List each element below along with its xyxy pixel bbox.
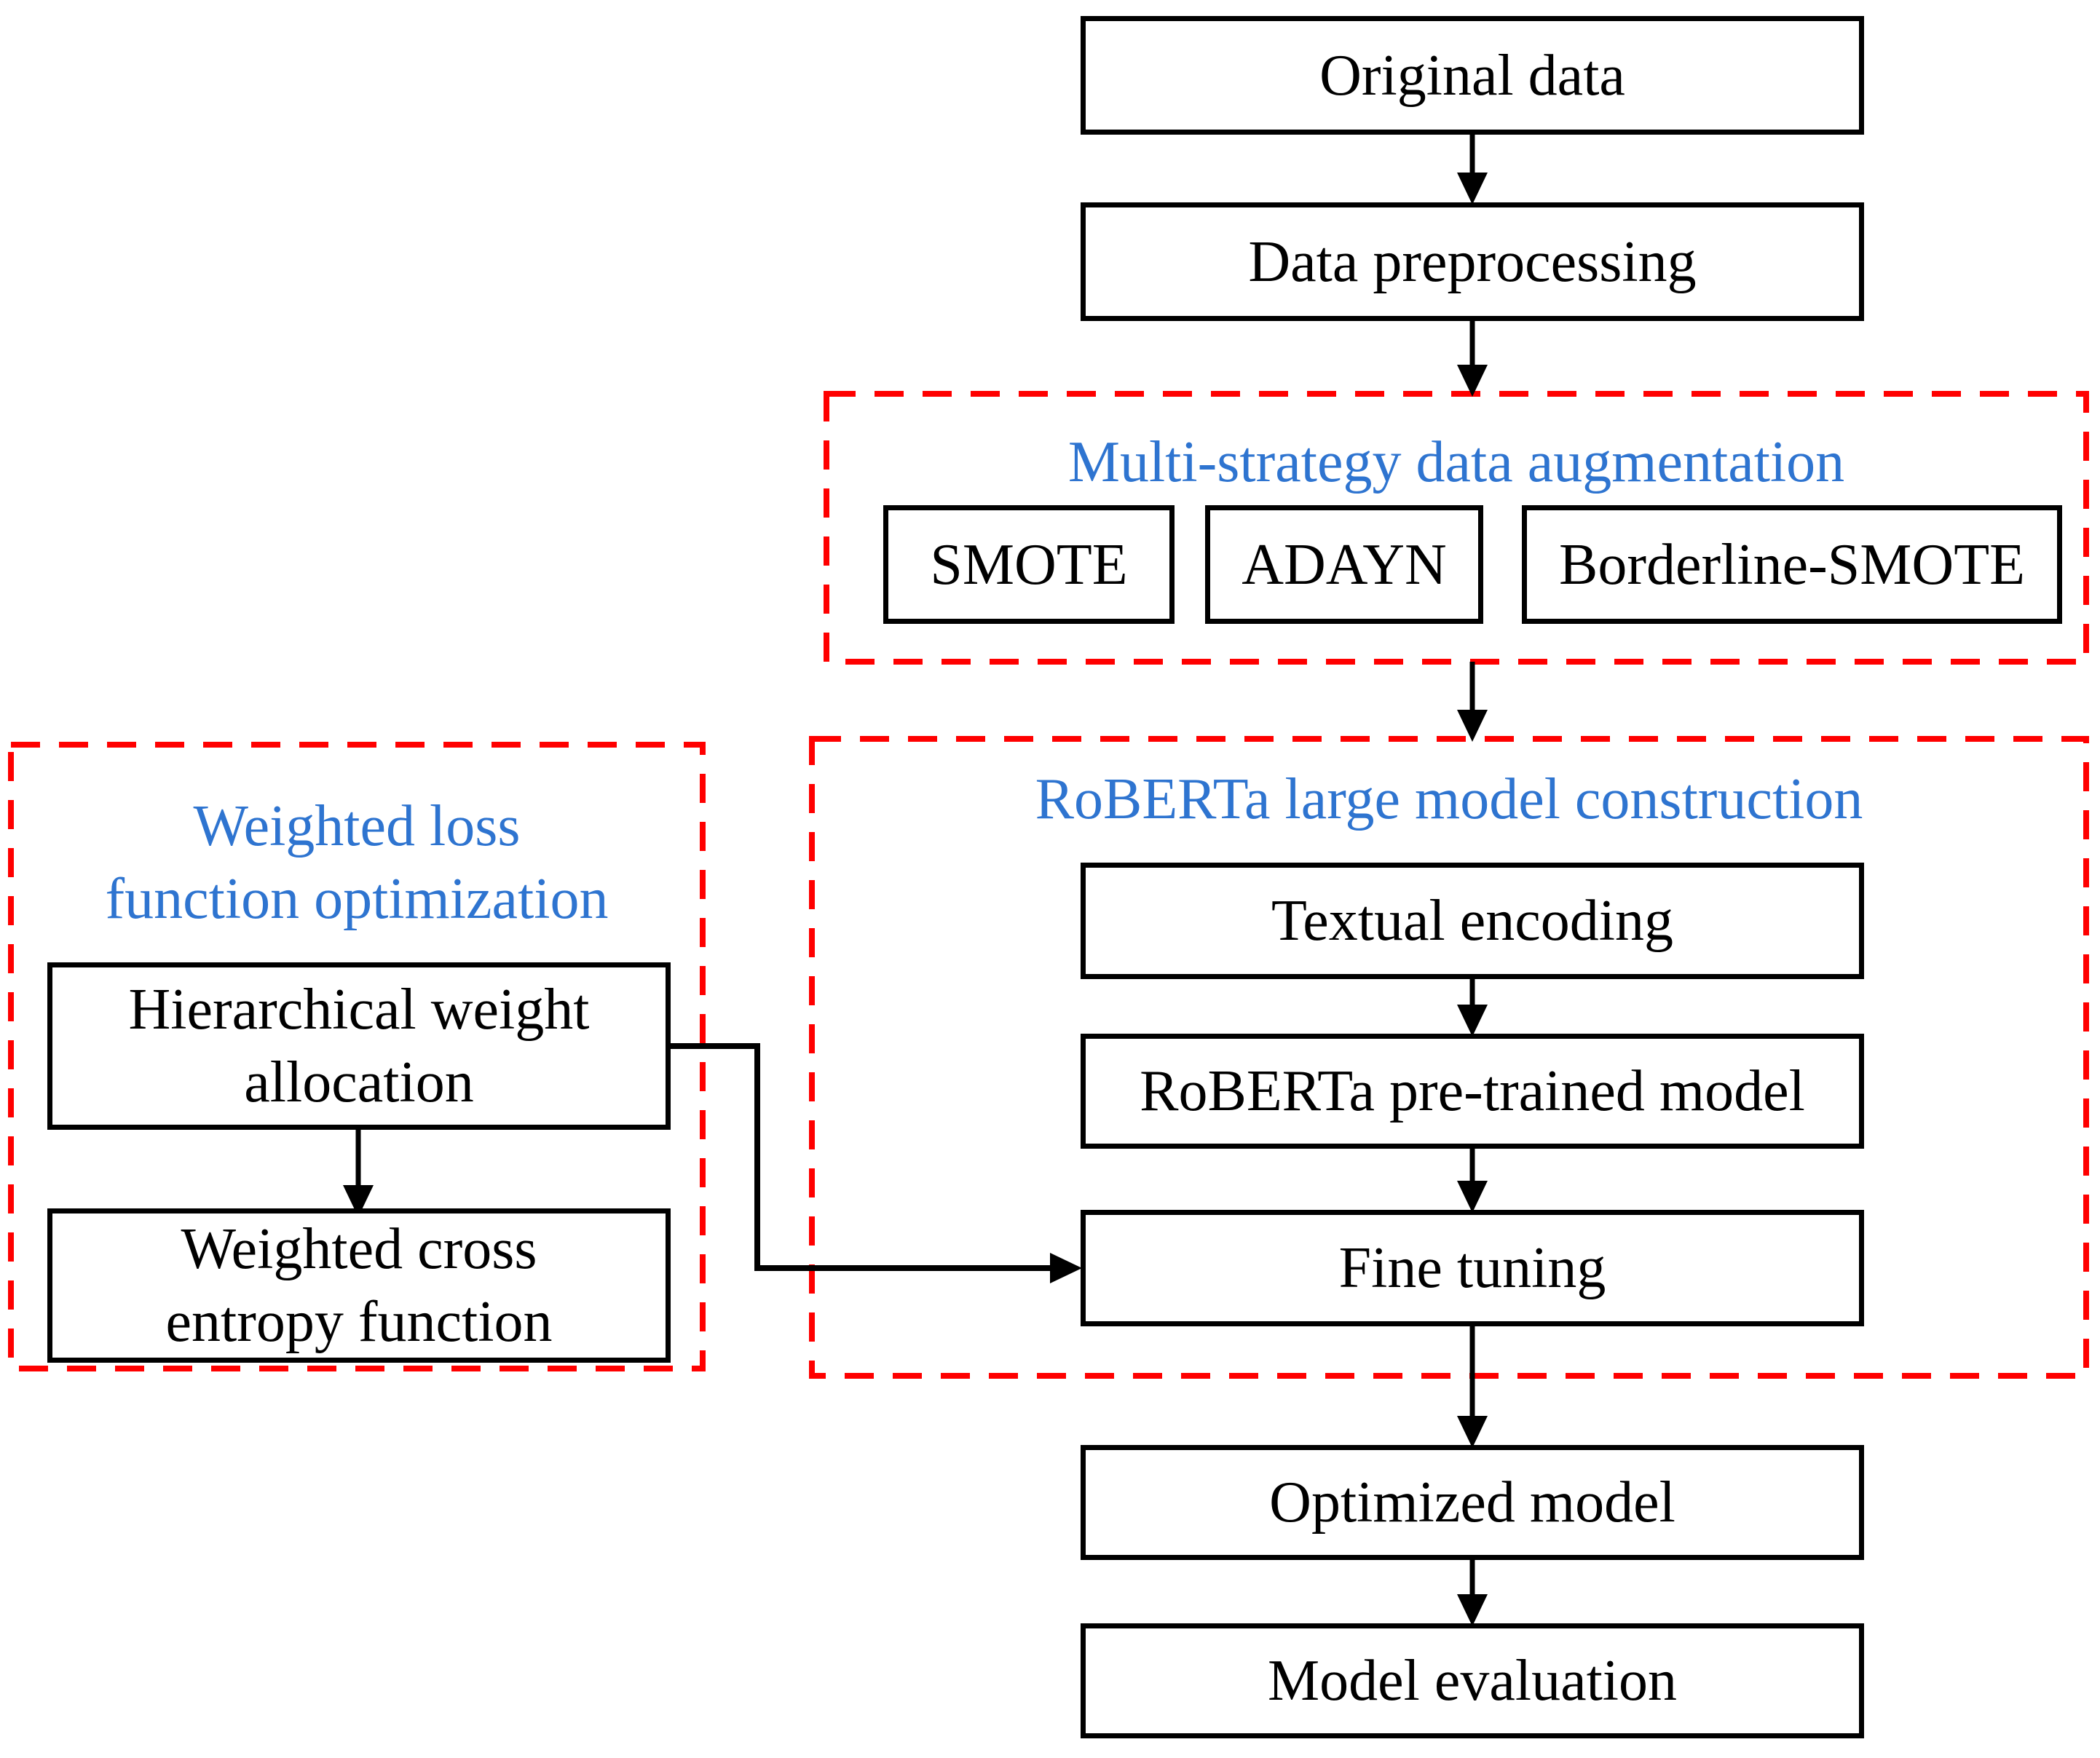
arrow-pretrained-to-finetuning	[1457, 1149, 1488, 1213]
node-adayn: ADAYN	[1205, 505, 1483, 624]
weighted-cross-line1: Weighted cross	[181, 1217, 537, 1281]
arrow-augmentation-to-roberta	[1457, 662, 1488, 742]
node-optimized-model: Optimized model	[1081, 1445, 1864, 1560]
weighted-cross-line2: entropy function	[165, 1290, 553, 1354]
node-hierarchical-weight-allocation: Hierarchical weight allocation	[47, 962, 671, 1130]
node-smote: SMOTE	[883, 505, 1175, 624]
weighted-loss-to-fine-tuning-connector	[670, 1043, 1082, 1283]
node-weighted-cross-entropy: Weighted cross entropy function	[47, 1208, 671, 1363]
weighted-loss-title-line2: function optimization	[105, 867, 609, 931]
weighted-loss-title-line1: Weighted loss	[193, 794, 521, 858]
arrow-original-to-preprocessing	[1457, 135, 1488, 205]
node-model-evaluation: Model evaluation	[1081, 1623, 1864, 1738]
hierarchical-weight-line1: Hierarchical weight	[128, 978, 590, 1042]
node-roberta-pretrained: RoBERTa pre-trained model	[1081, 1034, 1864, 1149]
hierarchical-weight-line2: allocation	[244, 1050, 474, 1114]
arrow-optimized-to-evaluation	[1457, 1560, 1488, 1626]
arrow-preprocessing-to-augmentation	[1457, 321, 1488, 397]
arrow-finetuning-to-optimized	[1457, 1326, 1488, 1448]
weighted-loss-group-title: Weighted loss function optimization	[11, 790, 703, 935]
node-data-preprocessing: Data preprocessing	[1081, 202, 1864, 321]
arrow-encoding-to-pretrained	[1457, 979, 1488, 1037]
node-original-data: Original data	[1081, 16, 1864, 135]
arrow-allocation-to-entropy	[343, 1130, 374, 1217]
augmentation-group-border	[824, 391, 2089, 665]
roberta-group-title: RoBERTa large model construction	[1035, 767, 1863, 831]
node-borderline-smote: Borderline-SMOTE	[1522, 505, 2062, 624]
weighted-loss-group-border	[8, 742, 706, 1371]
augmentation-group-title: Multi-strategy data augmentation	[1067, 430, 1845, 494]
node-fine-tuning: Fine tuning	[1081, 1210, 1864, 1326]
roberta-group-border	[809, 736, 2089, 1379]
node-textual-encoding: Textual encoding	[1081, 863, 1864, 979]
